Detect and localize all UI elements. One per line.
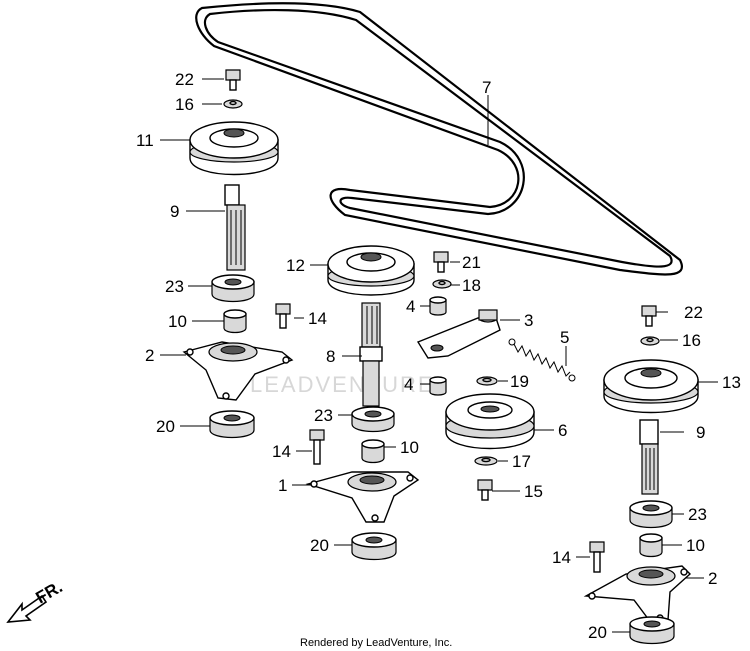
part-19-washer bbox=[476, 376, 498, 386]
part-2-spindle-housing-left bbox=[182, 341, 294, 401]
part-10-collar-left bbox=[223, 309, 247, 334]
part-23-bearing-right bbox=[629, 500, 673, 529]
callout-10: 10 bbox=[686, 536, 705, 555]
part-20-bearing-right bbox=[629, 616, 675, 645]
part-18-washer bbox=[432, 279, 452, 289]
part-14-bolt-right bbox=[589, 541, 605, 573]
front-direction-arrow: FR. bbox=[6, 577, 66, 623]
part-15-bolt bbox=[477, 479, 493, 501]
part-1-spindle-housing-center bbox=[305, 471, 420, 523]
part-7-v-belt bbox=[195, 2, 683, 276]
part-4-bushing-top bbox=[429, 296, 447, 316]
callout-19: 19 bbox=[510, 372, 529, 391]
part-12-pulley bbox=[327, 245, 415, 296]
watermark: LEADVENTURE bbox=[250, 372, 435, 397]
part-9-spindle-shaft-right bbox=[639, 419, 659, 495]
callout-16: 16 bbox=[682, 331, 701, 350]
callout-10: 10 bbox=[400, 438, 419, 457]
callout-9: 9 bbox=[170, 202, 179, 221]
part-20-bearing-center bbox=[351, 532, 397, 561]
part-4-bushing-bottom bbox=[429, 376, 447, 396]
callout-11: 11 bbox=[136, 131, 154, 150]
callout-14: 14 bbox=[272, 442, 291, 461]
callout-23: 23 bbox=[314, 406, 333, 425]
part-16-washer-right bbox=[640, 336, 660, 346]
callout-23: 23 bbox=[688, 505, 707, 524]
part-10-collar-right bbox=[639, 533, 663, 558]
part-22-bolt-left bbox=[225, 69, 241, 91]
callout-13: 13 bbox=[722, 373, 741, 392]
part-14-bolt-center bbox=[309, 429, 325, 465]
callout-22: 22 bbox=[684, 303, 703, 322]
part-8-spindle-shaft-center bbox=[359, 302, 383, 407]
callout-20: 20 bbox=[156, 417, 175, 436]
callout-20: 20 bbox=[310, 536, 329, 555]
callout-10: 10 bbox=[168, 312, 187, 331]
part-23-bearing-center bbox=[351, 406, 395, 433]
callout-4: 4 bbox=[404, 375, 413, 394]
part-17-washer bbox=[474, 456, 498, 466]
callout-20: 20 bbox=[588, 623, 607, 642]
callout-6: 6 bbox=[558, 421, 567, 440]
part-20-bearing-left bbox=[209, 410, 255, 439]
callout-17: 17 bbox=[512, 452, 531, 471]
part-23-bearing-left bbox=[211, 274, 255, 303]
part-5-spring bbox=[508, 338, 576, 382]
callout-8: 8 bbox=[326, 347, 335, 366]
callout-23: 23 bbox=[165, 277, 184, 296]
part-6-idler-pulley bbox=[445, 393, 535, 450]
callout-15: 15 bbox=[524, 482, 543, 501]
part-16-washer-left bbox=[223, 99, 243, 109]
part-9-spindle-shaft-left bbox=[224, 184, 246, 271]
callout-16: 16 bbox=[175, 95, 194, 114]
callout-21: 21 bbox=[462, 253, 481, 272]
callout-9: 9 bbox=[696, 423, 705, 442]
part-2-spindle-housing-right bbox=[583, 565, 692, 625]
callout-18: 18 bbox=[462, 276, 481, 295]
part-21-bolt bbox=[433, 251, 449, 273]
part-3-idler-arm bbox=[416, 309, 501, 359]
footer-credit: Rendered by LeadVenture, Inc. bbox=[300, 637, 452, 649]
part-14-bolt-left bbox=[275, 303, 291, 329]
callout-14: 14 bbox=[552, 548, 571, 567]
callout-2: 2 bbox=[145, 346, 154, 365]
callout-4: 4 bbox=[406, 297, 415, 316]
callout-7: 7 bbox=[482, 78, 491, 97]
callout-3: 3 bbox=[524, 311, 533, 330]
part-11-pulley bbox=[189, 121, 279, 176]
leader-lines bbox=[160, 78, 718, 633]
part-22-bolt-right bbox=[641, 305, 657, 327]
callout-labels: 22 16 11 9 23 10 2 20 14 7 12 8 23 10 14… bbox=[136, 70, 741, 642]
callout-14: 14 bbox=[308, 309, 327, 328]
callout-22: 22 bbox=[175, 70, 194, 89]
callout-5: 5 bbox=[560, 328, 569, 347]
callout-1: 1 bbox=[278, 476, 287, 495]
part-10-collar-center bbox=[361, 439, 385, 464]
callout-12: 12 bbox=[286, 256, 305, 275]
callout-2: 2 bbox=[708, 569, 717, 588]
part-13-pulley bbox=[603, 359, 699, 414]
